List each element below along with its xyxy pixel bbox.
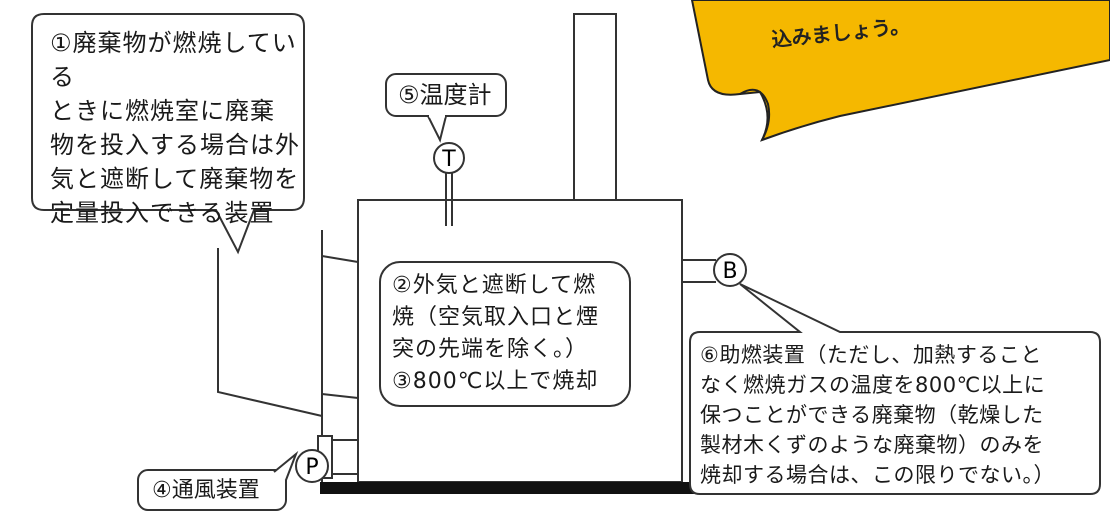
burner-symbol [713,253,747,287]
burner-callout-text: ⑥助燃装置（ただし、加熱すること なく燃焼ガスの温度を800℃以上に 保つことが… [700,343,1055,487]
chamber-label-box [379,261,631,407]
blower-letter: P [305,455,318,480]
ground-slab [320,482,712,494]
scroll-banner [690,0,1110,142]
thermometer-letter: T [441,147,456,172]
burner-letter: B [722,259,737,284]
chamber-callout-text: ②外気と遮断して燃 焼（空気取入口と煙 突の先端を除く。） ③800℃以上で焼却 [392,273,600,394]
feeder-callout-box [31,13,305,255]
thermometer-symbol [433,142,465,174]
chimney [573,13,617,201]
blower-symbol [295,449,329,483]
blower-label: ④通風装置 [152,478,260,503]
feeder-hopper [217,248,323,417]
burner-callout-box [689,283,1101,495]
thermometer-label: ⑤温度計 [398,81,492,109]
feeder-callout-text: ①廃棄物が燃焼している ときに燃焼室に廃棄 物を投入する場合は外 気と遮断して廃… [50,29,300,227]
blower-label-box [137,469,287,511]
